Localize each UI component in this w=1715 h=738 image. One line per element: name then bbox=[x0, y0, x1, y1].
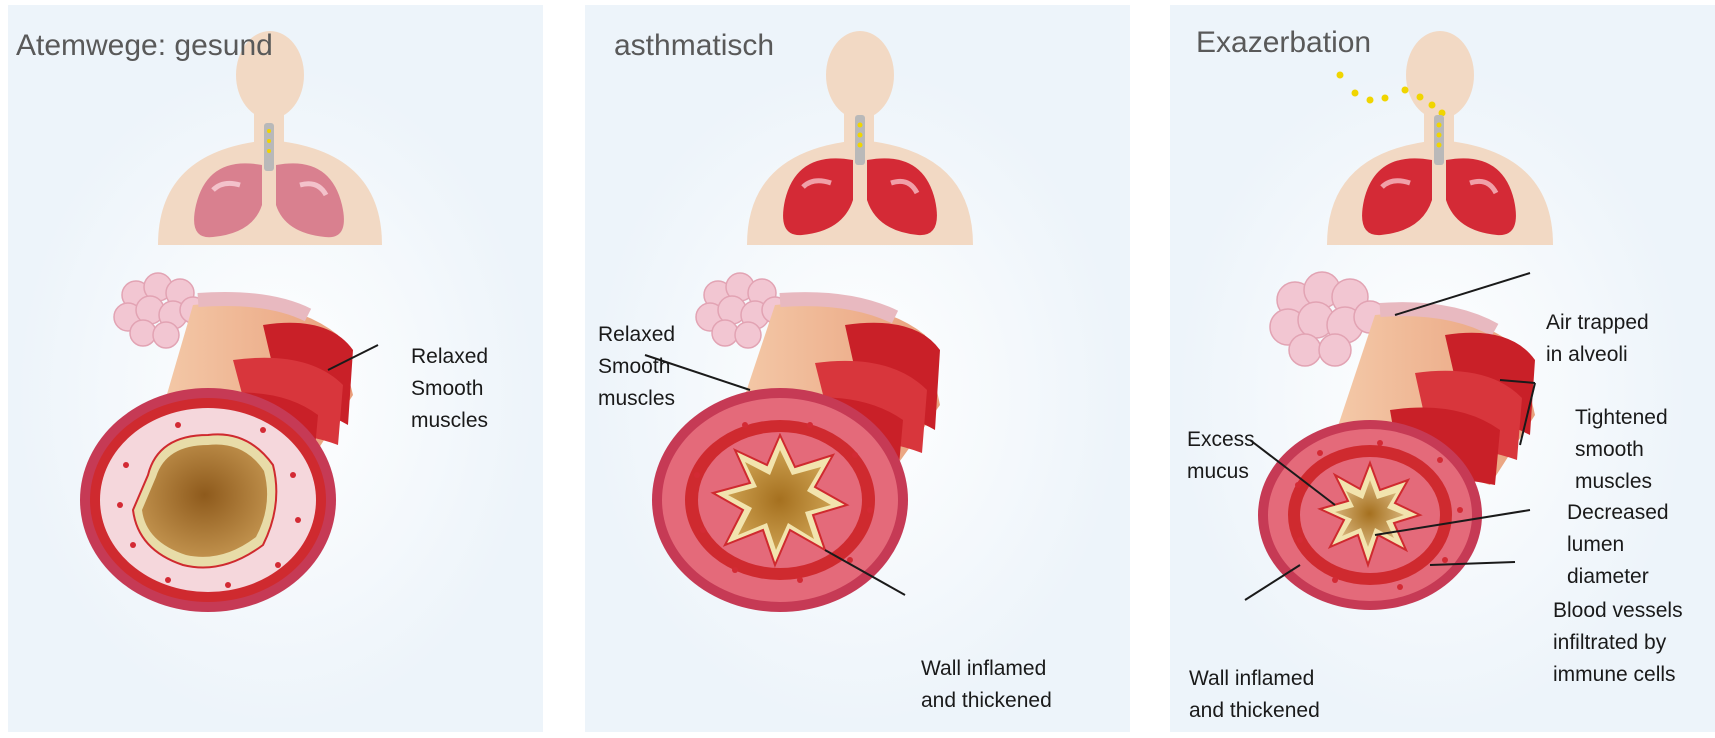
label-relaxed-smooth-muscles: Relaxed Smooth muscles bbox=[598, 319, 675, 415]
panel-title: Exazerbation bbox=[1196, 26, 1371, 60]
panel-title: asthmatisch bbox=[614, 29, 774, 63]
trachea-icon bbox=[1434, 115, 1444, 165]
airway-cross-section-icon bbox=[1258, 420, 1482, 610]
trachea-icon bbox=[264, 123, 274, 171]
airway-cross-section-icon bbox=[80, 388, 336, 612]
panel-exacerbation: Exazerbation Air trapped in alveoli Tigh… bbox=[1170, 5, 1715, 732]
airway-cross-section-icon bbox=[652, 388, 908, 612]
panel-asthmatic: asthmatisch Relaxed Smooth muscles Wall … bbox=[585, 5, 1130, 732]
label-wall-inflamed: Wall inflamed and thickened bbox=[1189, 663, 1320, 727]
label-decreased-lumen: Decreased lumen diameter bbox=[1567, 497, 1669, 593]
trachea-icon bbox=[855, 115, 865, 165]
panel-healthy: Atemwege: gesund Relaxed Smooth muscles bbox=[8, 5, 543, 732]
label-air-trapped: Air trapped in alveoli bbox=[1546, 307, 1649, 371]
label-tightened-smooth-muscles: Tightened smooth muscles bbox=[1575, 402, 1668, 498]
label-relaxed-smooth-muscles: Relaxed Smooth muscles bbox=[411, 341, 488, 437]
label-wall-inflamed: Wall inflamed and thickened bbox=[921, 653, 1052, 717]
panel-title: Atemwege: gesund bbox=[16, 29, 273, 63]
label-blood-vessels: Blood vessels infiltrated by immune cell… bbox=[1553, 595, 1683, 691]
label-excess-mucus: Excess mucus bbox=[1187, 424, 1255, 488]
